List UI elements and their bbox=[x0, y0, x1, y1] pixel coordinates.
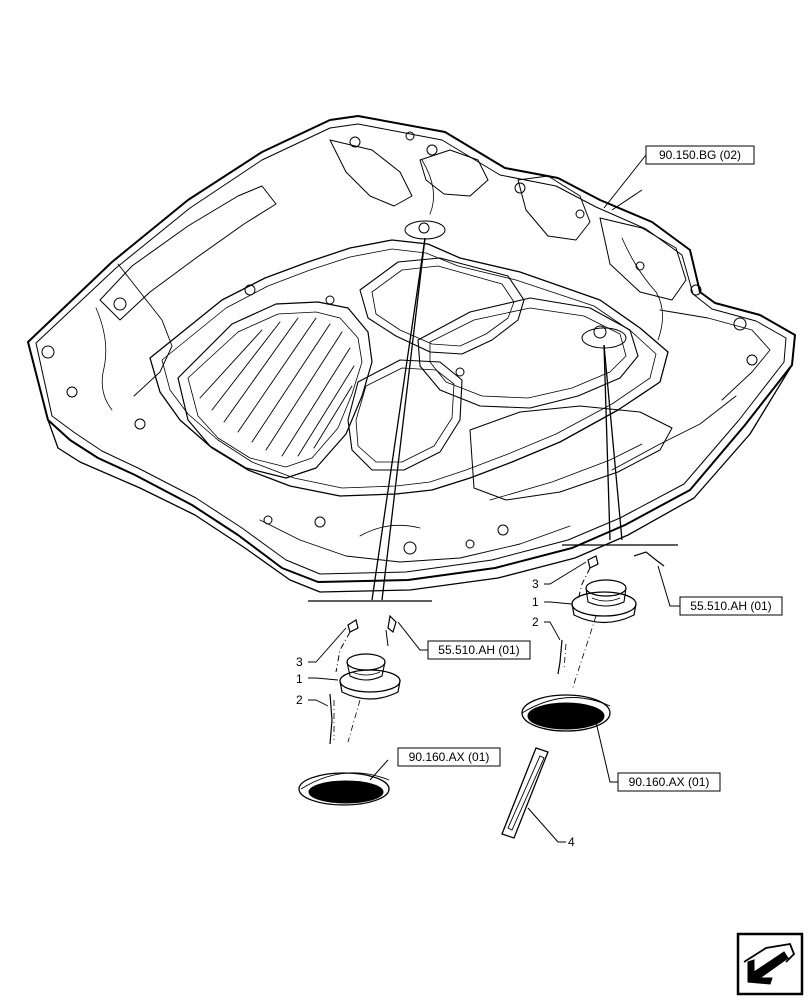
right-speaker-group bbox=[501, 551, 665, 839]
item-number-right-3: 3 bbox=[532, 577, 539, 591]
leader-lines bbox=[308, 189, 678, 602]
left-speaker-group bbox=[298, 614, 401, 806]
item-number-gasket-4: 4 bbox=[568, 835, 575, 849]
ref-callout-90-160-ax-left[interactable]: 90.160.AX (01) bbox=[397, 747, 501, 767]
ref-callout-90-150-bg[interactable]: 90.150.BG (02) bbox=[645, 145, 755, 165]
item-number-left-3: 3 bbox=[296, 655, 303, 669]
ref-label-90-160-ax-right: 90.160.AX (01) bbox=[629, 775, 710, 789]
item-number-left-2: 2 bbox=[296, 693, 303, 707]
next-page-arrow-icon[interactable] bbox=[736, 932, 804, 996]
grille-cover-right bbox=[521, 694, 611, 732]
ref-callout-55-510-ah-left[interactable]: 55.510.AH (01) bbox=[427, 640, 531, 660]
gasket bbox=[501, 747, 549, 839]
cab-roof-assembly bbox=[27, 115, 796, 593]
grille-cover-left bbox=[298, 772, 390, 806]
callout-leaders bbox=[369, 154, 680, 843]
item-number-right-1: 1 bbox=[532, 595, 539, 609]
item-number-right-2: 2 bbox=[532, 615, 539, 629]
ref-callout-55-510-ah-right[interactable]: 55.510.AH (01) bbox=[679, 596, 783, 616]
ref-callout-90-160-ax-right[interactable]: 90.160.AX (01) bbox=[617, 772, 721, 792]
item-number-left-1: 1 bbox=[296, 672, 303, 686]
ref-label-55-510-ah-left: 55.510.AH (01) bbox=[438, 643, 519, 657]
item-number-leaders bbox=[308, 561, 587, 707]
ref-label-55-510-ah-right: 55.510.AH (01) bbox=[690, 599, 771, 613]
ref-label-90-160-ax-left: 90.160.AX (01) bbox=[409, 750, 490, 764]
ref-label-90-150-bg: 90.150.BG (02) bbox=[659, 148, 741, 162]
